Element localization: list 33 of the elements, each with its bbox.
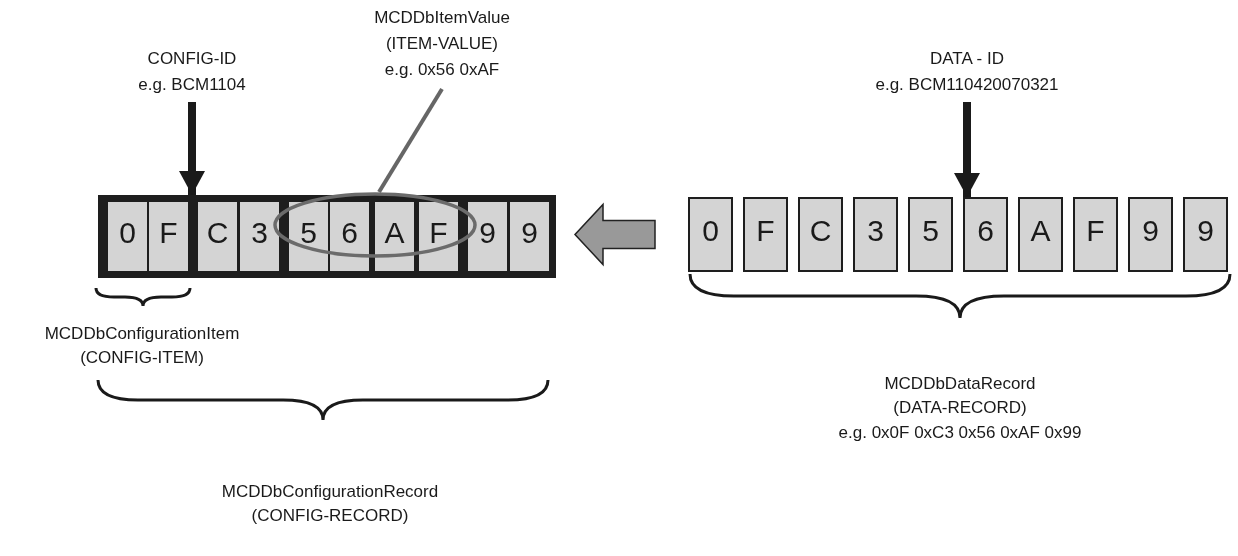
byte-cell: 6 <box>330 202 369 271</box>
byte-cell: 0 <box>108 202 147 271</box>
brace-label: (CONFIG-ITEM) <box>80 347 204 369</box>
byte-cell: F <box>743 197 788 272</box>
byte-cell: 3 <box>240 202 279 271</box>
byte-cell: 5 <box>908 197 953 272</box>
byte-cell: F <box>419 202 458 271</box>
byte-cell: 3 <box>853 197 898 272</box>
byte-cell: F <box>149 202 188 271</box>
byte-cell: 9 <box>1128 197 1173 272</box>
byte-cell: A <box>1018 197 1063 272</box>
leader-line <box>377 87 444 194</box>
callout-text: DATA - ID e.g. BCM110420070321 <box>852 46 1082 102</box>
byte-cell: A <box>375 202 414 271</box>
callout-text: CONFIG-ID e.g. BCM1104 <box>112 46 272 102</box>
byte-cell: C <box>798 197 843 272</box>
block-arrow <box>573 202 656 267</box>
brace-label: MCDDbConfigurationItem <box>44 323 240 345</box>
byte-cell: 6 <box>963 197 1008 272</box>
byte-cell: 9 <box>1183 197 1228 272</box>
brace-label: (CONFIG-RECORD) <box>251 505 409 527</box>
brace-label: MCDDbConfigurationRecord <box>221 481 439 503</box>
brace-label: MCDDbDataRecord <box>884 373 1036 395</box>
byte-cell: 9 <box>468 202 507 271</box>
byte-cell: F <box>1073 197 1118 272</box>
brace-label: e.g. 0x0F 0xC3 0x56 0xAF 0x99 <box>838 422 1082 444</box>
byte-cell: C <box>198 202 237 271</box>
byte-cell: 5 <box>289 202 328 271</box>
record-bar <box>98 195 556 278</box>
byte-cell: 9 <box>510 202 549 271</box>
byte-cell: 0 <box>688 197 733 272</box>
callout-text: MCDDbItemValue (ITEM-VALUE) e.g. 0x56 0xAF <box>342 5 542 89</box>
brace-label: (DATA-RECORD) <box>893 397 1027 419</box>
